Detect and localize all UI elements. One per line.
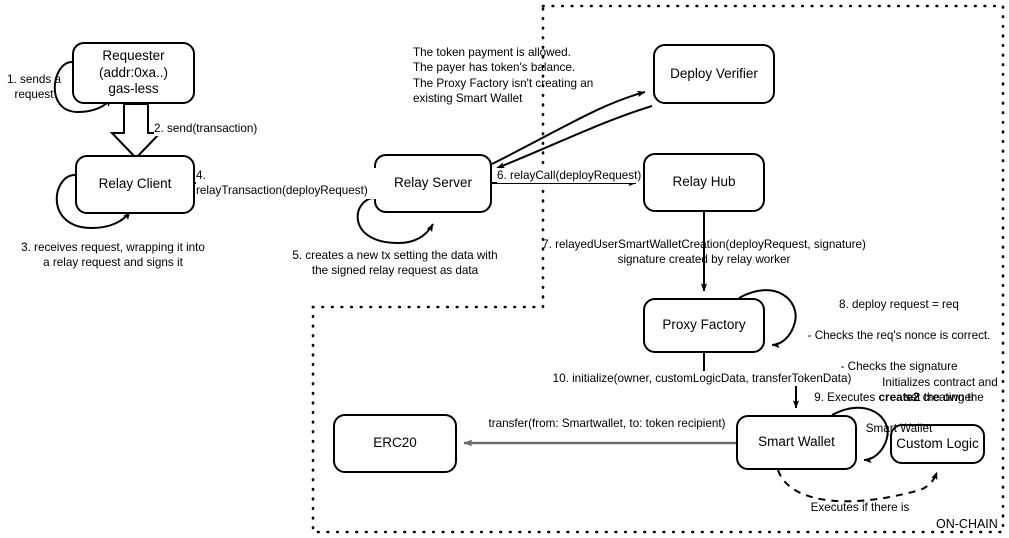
node-relay-server-label: Relay Server	[393, 175, 473, 191]
node-requester-label: Requester (addr:0xa..) gas-less	[98, 47, 169, 97]
node-relay-hub-label: Relay Hub	[672, 174, 736, 190]
label-step-9: 9. Executes create2 creating the	[793, 390, 1005, 405]
label-check-signature: - Checks the signature	[840, 360, 958, 374]
node-proxy-factory-label: Proxy Factory	[662, 317, 746, 333]
node-deploy-verifier-label: Deploy Verifier	[670, 65, 758, 81]
node-relay-hub[interactable]: Relay Hub	[643, 153, 765, 212]
edge-smart-wallet-to-custom-logic	[777, 469, 938, 503]
node-erc20-label: ERC20	[373, 435, 417, 451]
edge-relay-server-self	[356, 197, 434, 245]
node-relay-client[interactable]: Relay Client	[75, 155, 195, 214]
label-proxy-factory-note: 8. deploy request = req - Checks the req…	[793, 282, 1005, 452]
label-step-4: 4. relayTransaction(deployRequest)	[196, 168, 376, 199]
edge-requester-to-relay-client	[109, 103, 163, 160]
label-step-1: 1. sends a request	[7, 73, 61, 102]
node-smart-wallet-label: Smart Wallet	[758, 434, 835, 450]
edge-relay-server-deploy-verifier	[491, 90, 653, 169]
node-custom-logic[interactable]: Custom Logic	[890, 424, 985, 464]
node-requester[interactable]: Requester (addr:0xa..) gas-less	[72, 42, 195, 104]
label-transfer: transfer(from: Smartwallet, to: token re…	[487, 416, 727, 432]
label-step-9-suffix: creating the	[919, 391, 984, 405]
label-step-8: 8. deploy request = req	[839, 298, 959, 312]
edge-relay-client-self	[55, 174, 131, 230]
label-step-7: 7. relayedUserSmartWalletCreation(deploy…	[542, 238, 866, 267]
node-smart-wallet[interactable]: Smart Wallet	[736, 415, 857, 470]
onchain-boundary-upper	[311, 4, 1005, 534]
node-custom-logic-label: Custom Logic	[896, 435, 979, 451]
label-executes-if-there-is: Executes if there is	[810, 501, 910, 514]
label-create2-keyword: create2	[878, 391, 920, 405]
label-step-10: 10. initialize(owner, customLogicData, t…	[537, 371, 867, 387]
label-on-chain: ON-CHAIN	[936, 517, 998, 531]
label-step-9-target: Smart Wallet	[865, 421, 933, 435]
label-step-6: 6. relayCall(deployRequest)	[497, 168, 642, 184]
edge-smart-wallet-self	[831, 406, 889, 464]
node-proxy-factory[interactable]: Proxy Factory	[643, 298, 765, 353]
label-step-9-prefix: 9. Executes	[814, 391, 879, 405]
label-custom-logic-note: Initializes contract and set the owner	[882, 376, 998, 405]
label-step-3: 3. receives request, wrapping it into a …	[21, 241, 205, 270]
label-step-2: 2. send(transaction)	[154, 121, 314, 137]
node-relay-server[interactable]: Relay Server	[374, 154, 492, 213]
label-check-nonce: - Checks the req's nonce is correct.	[807, 329, 991, 343]
edge-requester-self	[53, 61, 112, 114]
node-deploy-verifier[interactable]: Deploy Verifier	[653, 44, 775, 104]
label-step-5: 5. creates a new tx setting the data wit…	[292, 249, 498, 278]
node-erc20[interactable]: ERC20	[333, 414, 457, 473]
label-deploy-verifier-note: The token payment is allowed. The payer …	[413, 46, 594, 106]
node-relay-client-label: Relay Client	[98, 176, 172, 192]
edge-proxy-factory-self	[738, 289, 797, 349]
